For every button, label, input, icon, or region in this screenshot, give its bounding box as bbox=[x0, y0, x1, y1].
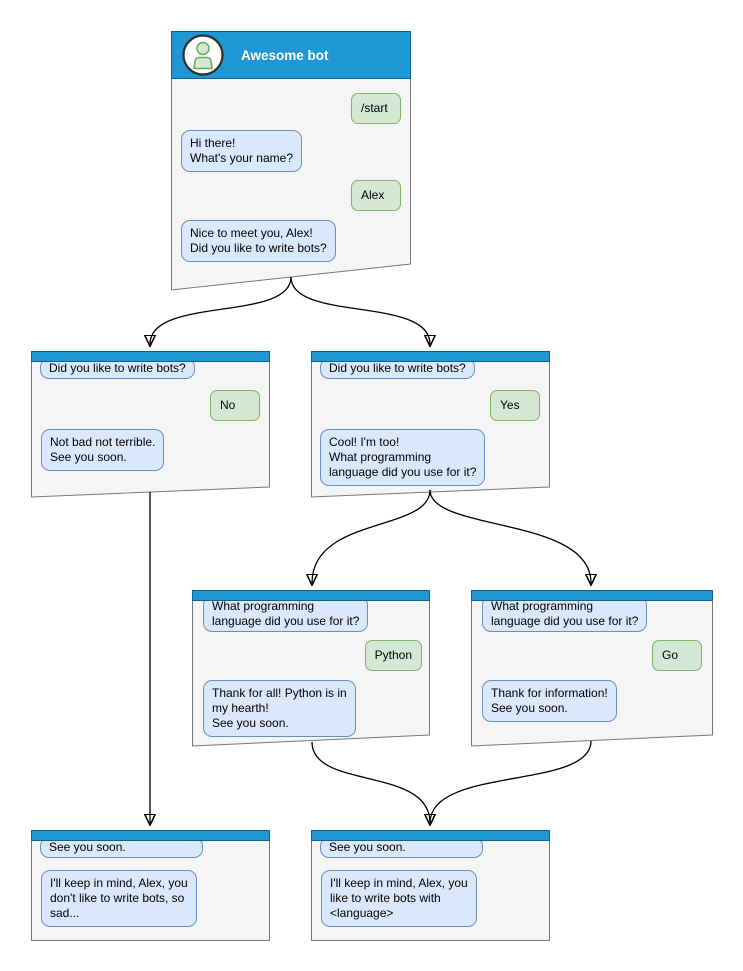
person-icon bbox=[196, 41, 210, 56]
bot-bubble: Thank for all! Python is in my hearth! S… bbox=[203, 680, 356, 737]
connector-yes-to-go bbox=[429, 489, 591, 583]
bot-bubble: What programming language did you use fo… bbox=[203, 596, 369, 632]
user-bubble: Alex bbox=[351, 180, 401, 211]
window-header bbox=[311, 351, 550, 362]
bot-bubble: I'll keep in mind, Alex, you like to wri… bbox=[321, 870, 477, 927]
window-header: Awesome bot bbox=[171, 31, 411, 79]
bot-bubble: I'll keep in mind, Alex, you don't like … bbox=[41, 870, 197, 927]
window-header bbox=[311, 830, 550, 841]
bot-avatar-icon bbox=[182, 34, 224, 76]
user-bubble: /start bbox=[351, 93, 401, 124]
bot-bubble: Hi there! What's your name? bbox=[181, 130, 303, 172]
user-bubble: Yes bbox=[490, 390, 540, 421]
window-header bbox=[31, 351, 270, 362]
branch-window-no: Did you like to write bots? No Not bad n… bbox=[31, 351, 270, 498]
window-header bbox=[31, 830, 270, 841]
branch-window-yes: Did you like to write bots? Yes Cool! I'… bbox=[311, 351, 550, 498]
bot-bubble: What programming language did you use fo… bbox=[482, 596, 648, 632]
connector-python-to-end-yes bbox=[311, 741, 430, 823]
branch-window-python: What programming language did you use fo… bbox=[192, 590, 430, 747]
chat-window-awesome-bot: Awesome bot /start Hi there! What's your… bbox=[171, 31, 411, 291]
user-bubble: Go bbox=[652, 640, 702, 671]
end-window-no: See you soon. I'll keep in mind, Alex, y… bbox=[31, 830, 270, 941]
connector-go-to-end-yes bbox=[429, 740, 592, 824]
bot-bubble: Thank for information! See you soon. bbox=[482, 680, 617, 722]
window-header bbox=[471, 590, 713, 601]
bot-bubble: Did you like to write bots? bbox=[40, 358, 195, 379]
user-bubble: Python bbox=[364, 640, 422, 671]
bot-bubble: Cool! I'm too! What programming language… bbox=[320, 429, 486, 486]
connector-yes-to-python bbox=[312, 489, 431, 583]
bot-title: Awesome bot bbox=[241, 47, 329, 63]
bot-bubble: Nice to meet you, Alex! Did you like to … bbox=[181, 220, 336, 262]
window-header bbox=[192, 590, 430, 601]
user-bubble: No bbox=[210, 390, 260, 421]
bot-bubble: Not bad not terrible. See you soon. bbox=[41, 429, 165, 471]
bot-bubble: See you soon. bbox=[40, 837, 203, 858]
branch-window-go: What programming language did you use fo… bbox=[471, 590, 713, 747]
bot-bubble: Did you like to write bots? bbox=[320, 358, 475, 379]
end-window-yes: See you soon. I'll keep in mind, Alex, y… bbox=[311, 830, 550, 941]
